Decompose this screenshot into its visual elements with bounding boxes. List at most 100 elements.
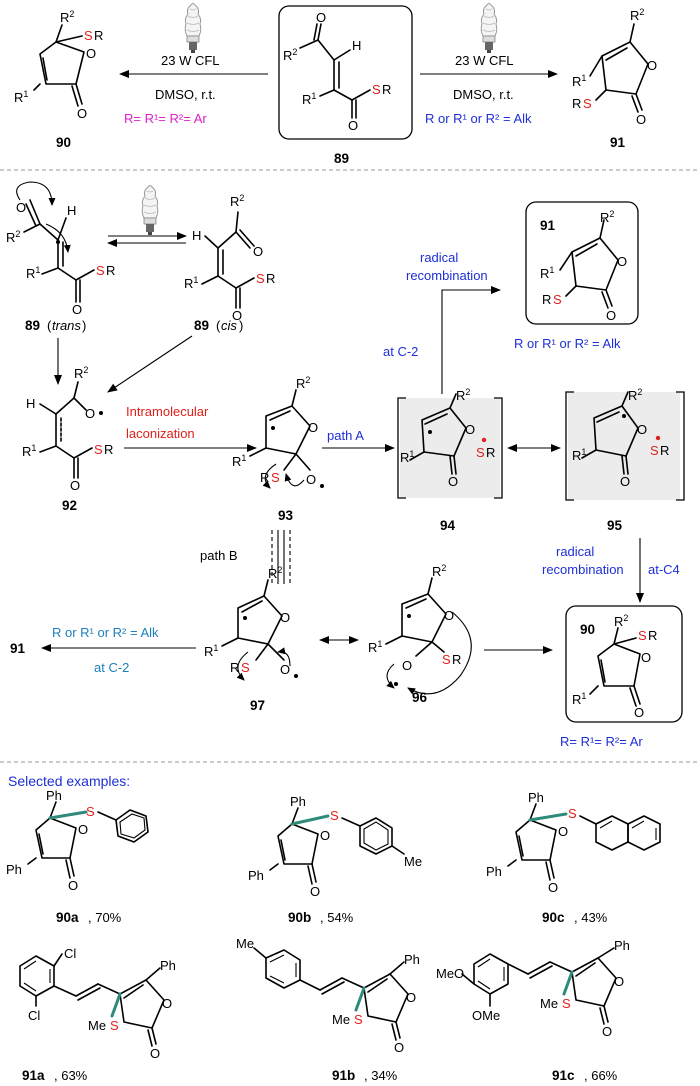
svg-text:Ph: Ph — [404, 952, 420, 967]
svg-text:H: H — [192, 228, 201, 243]
left-solvent: DMSO, r.t. — [155, 87, 216, 102]
svg-text:R2: R2 — [230, 193, 244, 209]
svg-text:O: O — [402, 658, 412, 673]
svg-text:R: R — [266, 271, 275, 286]
svg-text:Ph: Ph — [528, 790, 544, 805]
svg-text:R1: R1 — [22, 443, 36, 459]
svg-text:O: O — [636, 112, 646, 127]
svg-text:H: H — [67, 203, 76, 218]
svg-text:R1: R1 — [204, 643, 218, 659]
svg-text:R2: R2 — [600, 209, 614, 225]
svg-text:S: S — [86, 804, 95, 819]
examples-header: Selected examples: — [8, 773, 130, 789]
lactonization-label: laconization — [126, 426, 195, 441]
label-91-box: 91 — [540, 218, 556, 233]
svg-text:R2: R2 — [268, 565, 282, 581]
svg-text:S: S — [583, 96, 592, 111]
svg-text:S: S — [94, 442, 103, 457]
example-91c-yield: , 66% — [584, 1068, 618, 1083]
svg-text:R: R — [382, 82, 391, 97]
example-90b: Ph S Me O O Ph 90b , 54% — [248, 794, 422, 925]
label-91-left: 91 — [10, 641, 26, 656]
svg-text:R: R — [542, 292, 551, 307]
svg-text:R2: R2 — [6, 229, 20, 245]
svg-text:O: O — [77, 106, 87, 121]
svg-text:Me: Me — [332, 1012, 350, 1027]
svg-text:R: R — [94, 28, 103, 43]
left-light: 23 W CFL — [161, 53, 220, 68]
label-92: 92 — [62, 498, 77, 513]
compound-label-90-top: 90 — [56, 135, 71, 150]
label-89-trans: trans — [52, 318, 81, 333]
svg-text:O: O — [310, 884, 320, 899]
label-94: 94 — [440, 518, 456, 533]
product-91-box — [525, 201, 639, 325]
compound-label-89: 89 — [334, 151, 349, 166]
svg-text:): ) — [82, 318, 86, 333]
svg-text:S: S — [84, 28, 93, 43]
svg-text:Me: Me — [88, 1018, 106, 1033]
at-c4-label: at-C4 — [648, 562, 680, 577]
example-90a-id: 90a — [56, 910, 79, 925]
svg-text:): ) — [239, 318, 243, 333]
example-91b-yield: , 34% — [364, 1068, 398, 1083]
svg-text:R1: R1 — [540, 265, 554, 281]
svg-text:O: O — [232, 308, 242, 323]
example-90b-yield: , 54% — [320, 910, 354, 925]
label-89-cis: cis — [221, 318, 237, 333]
svg-text:O: O — [348, 118, 358, 133]
svg-text:O: O — [465, 422, 475, 437]
svg-text:H: H — [26, 396, 35, 411]
svg-text:Cl: Cl — [28, 1008, 40, 1023]
svg-text:O: O — [558, 824, 568, 839]
svg-text:R1: R1 — [14, 89, 28, 105]
svg-text:O: O — [320, 828, 330, 843]
svg-text:S: S — [476, 445, 485, 460]
svg-text:R2: R2 — [74, 365, 88, 381]
svg-text:Ph: Ph — [486, 864, 502, 879]
svg-text:S: S — [110, 1018, 119, 1033]
right-scope: R or R¹ or R² = Alk — [425, 111, 532, 126]
svg-text:S: S — [568, 806, 577, 821]
svg-text:Me: Me — [236, 936, 254, 951]
label-97: 97 — [250, 698, 265, 713]
arrow-cis-to-92 — [107, 335, 193, 393]
svg-text:O: O — [72, 302, 82, 317]
example-90c: Ph S O O Ph 90c , 43% — [486, 790, 661, 925]
right-solvent: DMSO, r.t. — [453, 87, 514, 102]
example-90a-yield: , 70% — [88, 910, 122, 925]
svg-text:S: S — [562, 996, 571, 1011]
svg-text:(: ( — [47, 318, 52, 333]
svg-text:S: S — [330, 808, 339, 823]
at-c2-top: at C-2 — [383, 344, 418, 359]
label-89-trans-num: 89 — [25, 318, 40, 333]
svg-text:R: R — [452, 652, 461, 667]
svg-text:S: S — [638, 628, 647, 643]
product-90-box — [565, 605, 683, 723]
product-91-scope: R or R¹ or R² = Alk — [514, 336, 621, 351]
svg-text:O: O — [620, 474, 630, 489]
svg-text:Ph: Ph — [614, 938, 630, 953]
svg-text:O: O — [306, 472, 316, 487]
svg-text:O: O — [448, 474, 458, 489]
label-93: 93 — [278, 508, 294, 523]
svg-text:Cl: Cl — [64, 946, 76, 961]
svg-text:OMe: OMe — [472, 1008, 500, 1023]
example-91a-yield: , 63% — [54, 1068, 88, 1083]
example-90a: Ph S O O Ph 90a , 70% — [6, 788, 149, 925]
svg-text:O: O — [85, 406, 95, 421]
svg-text:R: R — [230, 660, 239, 675]
svg-text:O: O — [78, 822, 88, 837]
svg-text:R1: R1 — [572, 73, 586, 89]
